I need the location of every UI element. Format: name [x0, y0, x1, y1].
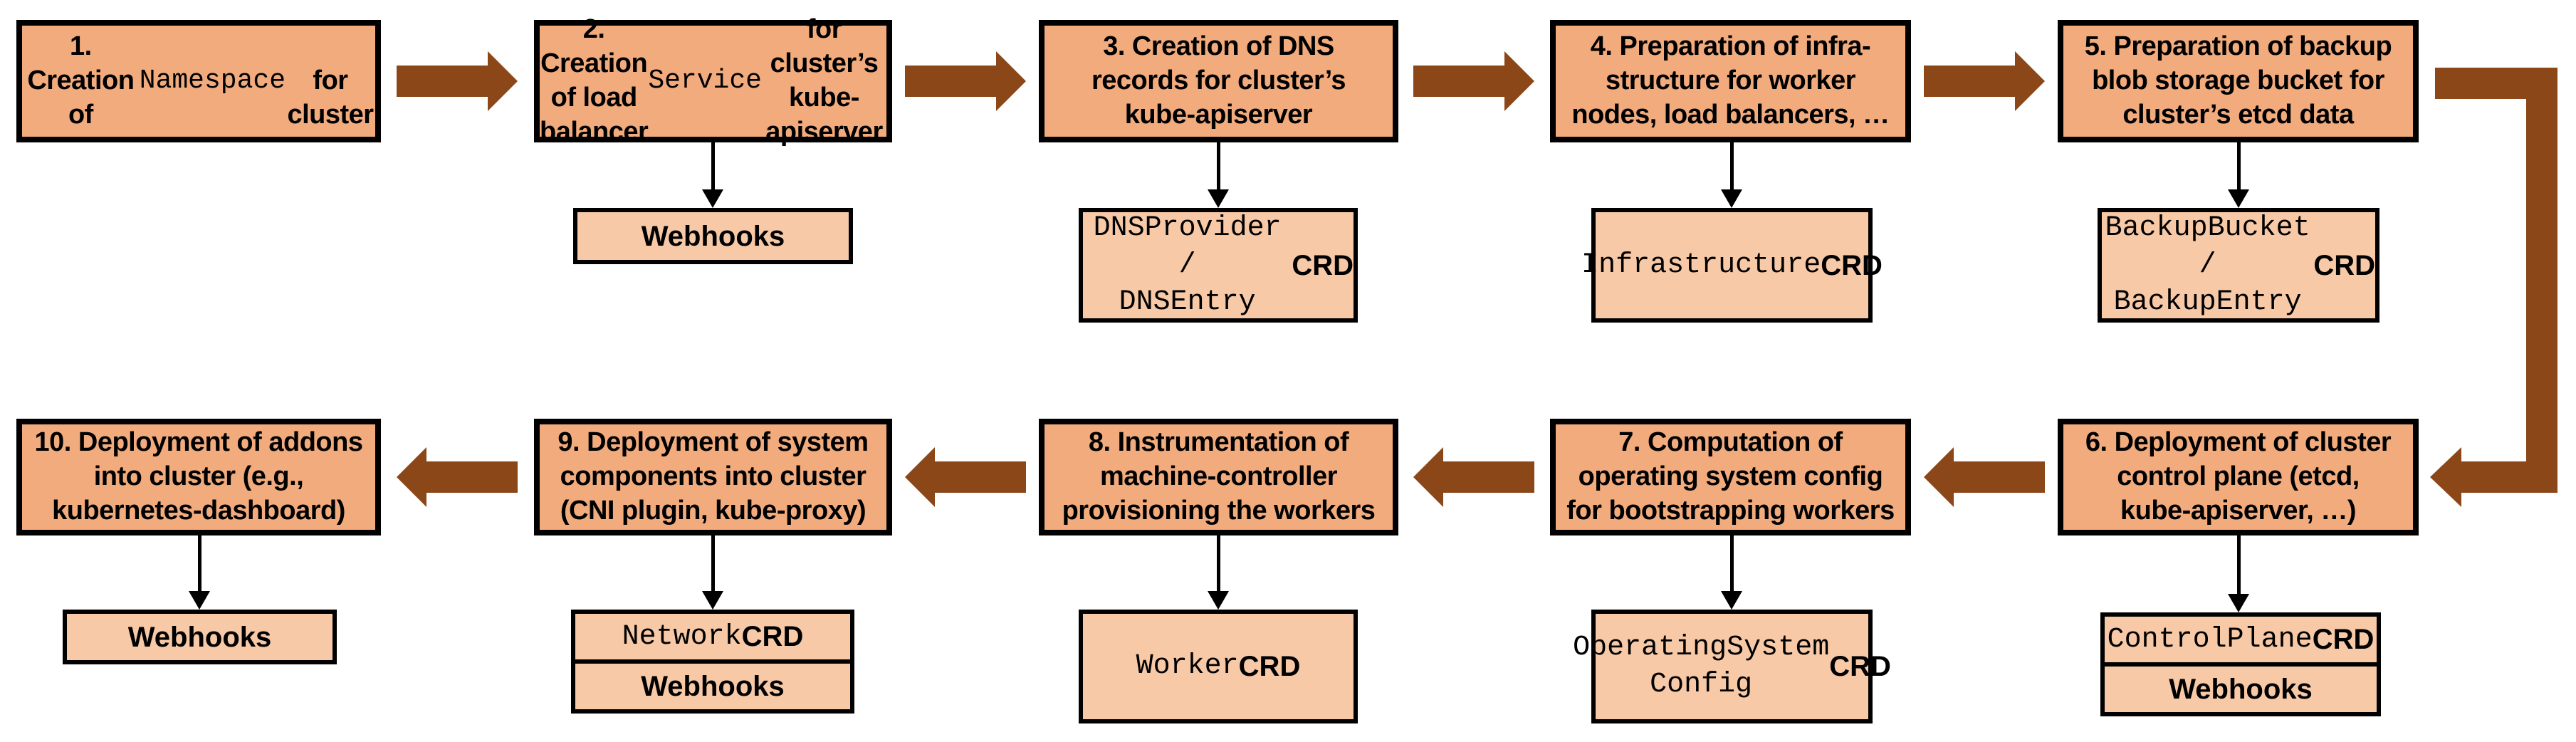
step-2-webhooks-box: Webhooks — [573, 208, 853, 264]
step-9-webhooks-box: Webhooks — [571, 659, 854, 714]
controlplane-crd-box: ControlPlane CRD — [2100, 612, 2381, 667]
step-6-artifact-stack: ControlPlane CRD Webhooks — [2100, 612, 2381, 716]
step-4-box: 4. Preparation of infra- structure for w… — [1550, 20, 1911, 142]
step-10-webhooks-box: Webhooks — [63, 610, 337, 664]
step-9-artifact-stack: Network CRD Webhooks — [571, 610, 854, 714]
step-6-webhooks-box: Webhooks — [2100, 662, 2381, 716]
step-3-box: 3. Creation of DNS records for cluster’s… — [1039, 20, 1398, 142]
step-1-box: 1. Creation of Namespace for cluster — [16, 20, 381, 142]
step-7-box: 7. Computation of operating system confi… — [1550, 419, 1911, 535]
step-10-box: 10. Deployment of addons into cluster (e… — [16, 419, 381, 535]
step-6-box: 6. Deployment of cluster control plane (… — [2058, 419, 2419, 535]
step-8-box: 8. Instrumentation of machine-controller… — [1039, 419, 1398, 535]
osc-crd-box: OperatingSystem Config CRD — [1573, 610, 1891, 723]
infrastructure-crd-box: Infrastructure CRD — [1581, 208, 1883, 323]
network-crd-box: Network CRD — [571, 610, 854, 664]
step-5-box: 5. Preparation of backup blob storage bu… — [2058, 20, 2419, 142]
step-2-box: 2. Creation of load balancer Service for… — [534, 14, 892, 147]
dns-crd-box: DNSProvider / DNSEntry CRD — [1079, 208, 1358, 323]
step-9-box: 9. Deployment of system components into … — [534, 419, 892, 535]
worker-crd-box: Worker CRD — [1079, 610, 1358, 723]
backup-crd-box: BackupBucket / BackupEntry CRD — [2098, 208, 2379, 323]
